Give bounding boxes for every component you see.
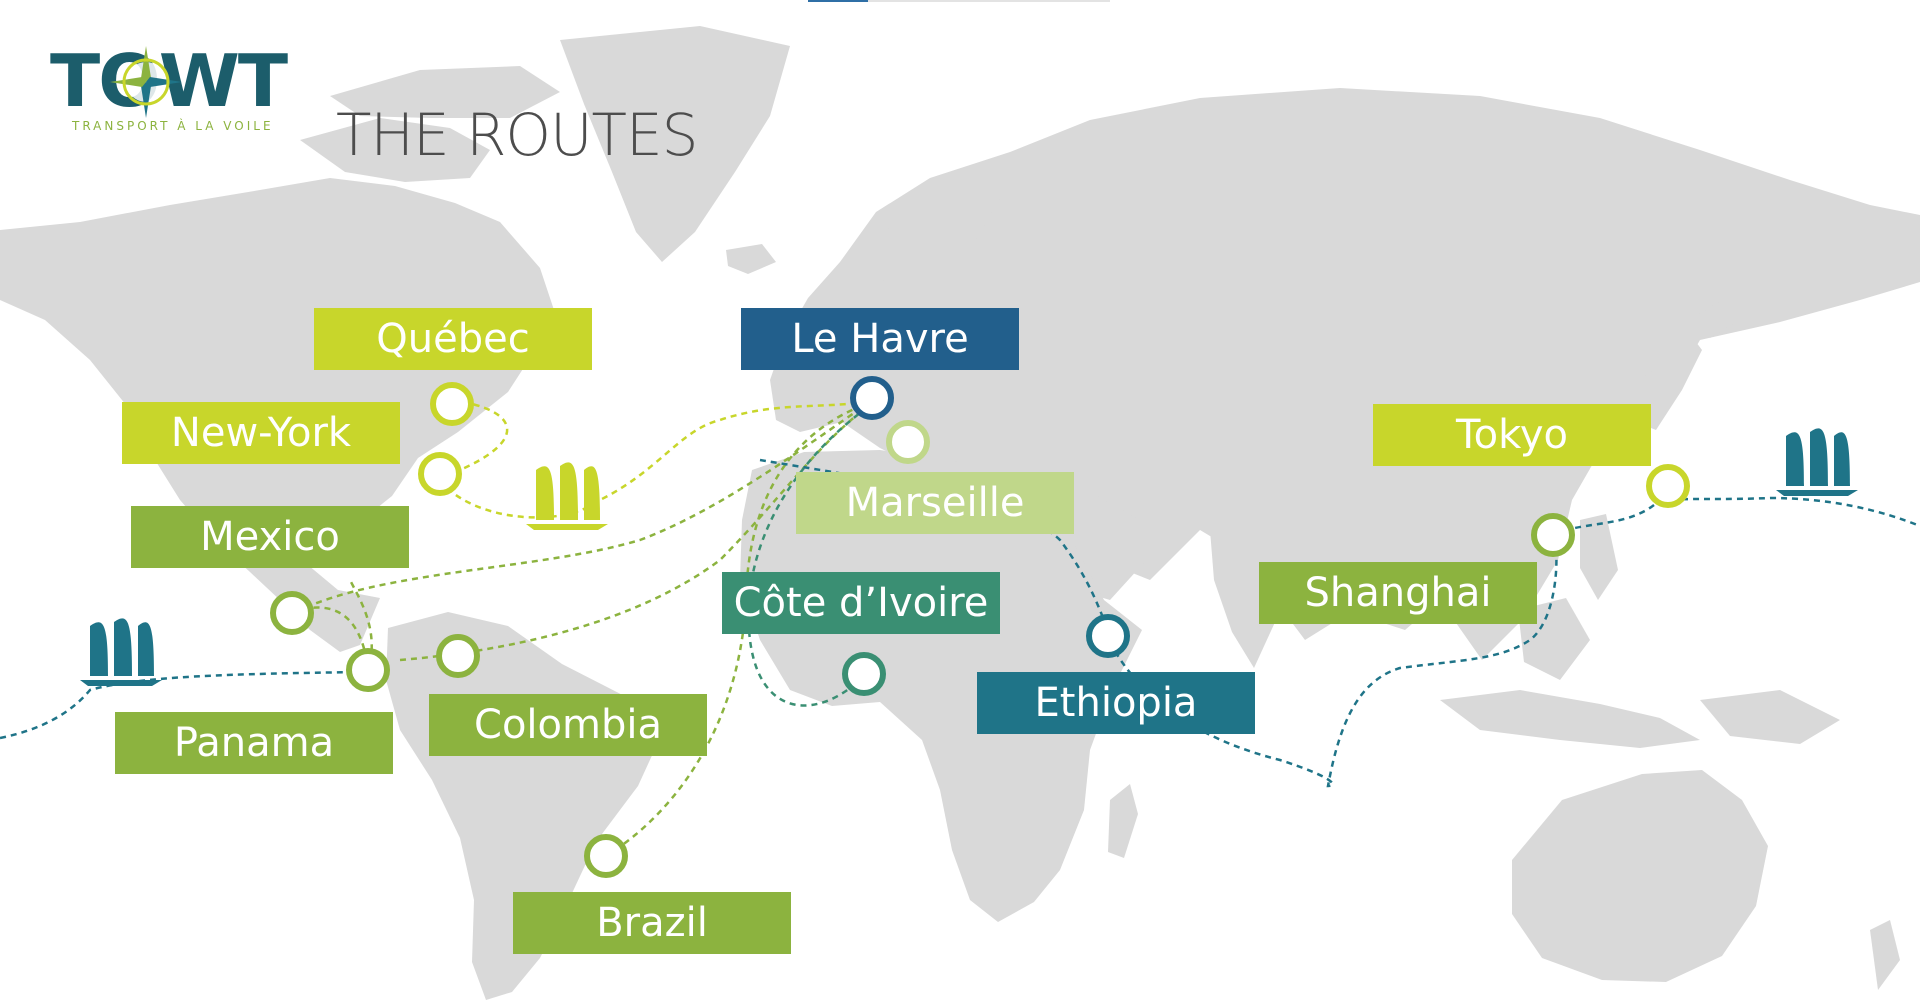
landmass-africa bbox=[740, 450, 1142, 922]
port-label-le-havre[interactable]: Le Havre bbox=[741, 308, 1019, 370]
port-label-mexico[interactable]: Mexico bbox=[131, 506, 409, 568]
port-marker-mexico[interactable] bbox=[270, 591, 314, 635]
landmass-india bbox=[1210, 522, 1300, 668]
port-label-marseille[interactable]: Marseille bbox=[796, 472, 1074, 534]
landmass-japan bbox=[1636, 334, 1702, 430]
port-label-colombia[interactable]: Colombia bbox=[429, 694, 707, 756]
route-newyork-lehavre bbox=[439, 398, 875, 519]
route-brazil-lehavre bbox=[605, 400, 873, 858]
logo-tagline: TRANSPORT À LA VOILE bbox=[71, 118, 274, 133]
port-label-panama[interactable]: Panama bbox=[115, 712, 393, 774]
landmass-madagascar bbox=[1108, 784, 1138, 858]
port-label-quebec[interactable]: Québec bbox=[314, 308, 592, 370]
port-marker-le-havre[interactable] bbox=[850, 376, 894, 420]
landmass-philippines bbox=[1580, 514, 1618, 600]
port-label-new-york[interactable]: New-York bbox=[122, 402, 400, 464]
landmass-new-zealand bbox=[1870, 920, 1900, 990]
landmass-arctic-islands-north bbox=[330, 66, 560, 118]
port-label-shanghai[interactable]: Shanghai bbox=[1259, 562, 1537, 624]
landmass-hokkaido bbox=[1696, 300, 1736, 338]
port-marker-brazil[interactable] bbox=[584, 834, 628, 878]
landmass-australia bbox=[1512, 770, 1768, 982]
port-marker-quebec[interactable] bbox=[430, 382, 474, 426]
towt-logo[interactable]: TOWT TRANSPORT À LA VOILE bbox=[50, 39, 290, 136]
route-mexico-lehavre bbox=[295, 400, 871, 614]
port-marker-tokyo[interactable] bbox=[1646, 464, 1690, 508]
landmass-indonesia bbox=[1440, 690, 1700, 748]
page-title: THE ROUTES bbox=[336, 101, 698, 169]
port-marker-colombia[interactable] bbox=[436, 634, 480, 678]
sailing-ship-icon bbox=[80, 618, 162, 686]
sailing-ships bbox=[80, 428, 1858, 686]
route-ethiopia-shanghai bbox=[1108, 533, 1558, 788]
landmass-greenland bbox=[560, 26, 790, 262]
sailing-ship-icon bbox=[526, 462, 608, 530]
port-marker-ethiopia[interactable] bbox=[1086, 614, 1130, 658]
port-marker-panama[interactable] bbox=[346, 648, 390, 692]
logo-graphic: TOWT TRANSPORT À LA VOILE bbox=[50, 39, 290, 133]
port-label-ethiopia[interactable]: Ethiopia bbox=[977, 672, 1255, 734]
sailing-ship-icon bbox=[1776, 428, 1858, 496]
port-markers bbox=[270, 376, 1690, 878]
port-label-brazil[interactable]: Brazil bbox=[513, 892, 791, 954]
port-marker-new-york[interactable] bbox=[418, 452, 462, 496]
landmass-arctic-islands bbox=[300, 118, 490, 182]
landmass-scandinavia bbox=[870, 180, 1000, 300]
landmass-new-guinea bbox=[1700, 690, 1840, 744]
top-tab-track bbox=[868, 0, 1110, 2]
port-marker-cote-divoire[interactable] bbox=[842, 652, 886, 696]
landmass-iceland bbox=[726, 244, 776, 274]
route-colombia-lehavre bbox=[399, 400, 875, 662]
compass-rose-icon bbox=[110, 46, 182, 118]
port-label-tokyo[interactable]: Tokyo bbox=[1373, 404, 1651, 466]
port-marker-shanghai[interactable] bbox=[1531, 513, 1575, 557]
top-tab-active[interactable] bbox=[808, 0, 868, 2]
port-label-cote-divoire[interactable]: Côte d’Ivoire bbox=[722, 572, 1000, 634]
route-pacific-east bbox=[1659, 496, 1920, 528]
port-marker-marseille[interactable] bbox=[886, 420, 930, 464]
